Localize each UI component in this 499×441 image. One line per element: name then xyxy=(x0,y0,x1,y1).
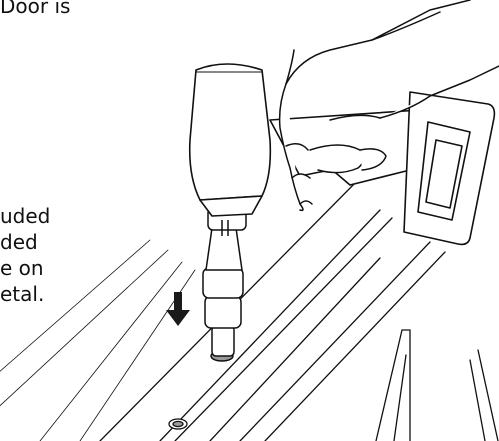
caption-top-fragment: Door is xyxy=(0,0,71,18)
rivet-nut-icon xyxy=(168,418,188,430)
rivet-tool-nose xyxy=(202,207,247,362)
down-arrow-icon xyxy=(166,292,190,326)
caption-line-2: ded xyxy=(0,230,38,254)
hand-illustration xyxy=(278,0,499,212)
caption-line-4: etal. xyxy=(0,282,45,306)
rivet-tool-body xyxy=(188,63,496,246)
caption-line-1: uded xyxy=(0,204,51,228)
caption-line-3: e on xyxy=(0,256,44,280)
